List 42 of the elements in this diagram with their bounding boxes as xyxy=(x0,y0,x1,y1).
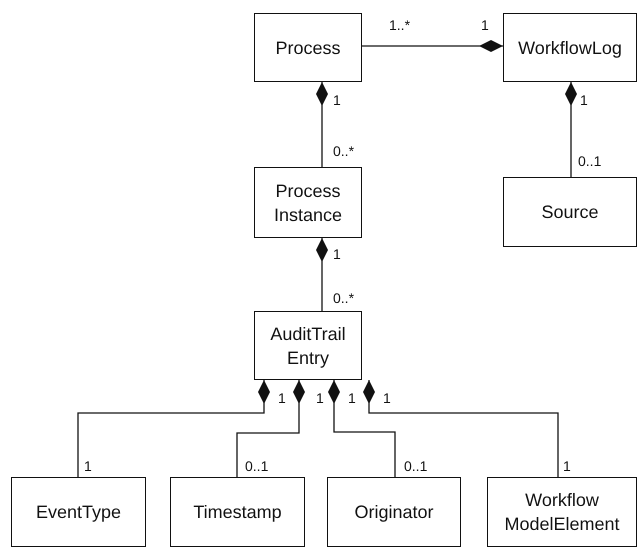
multiplicity-label: 1 xyxy=(383,390,391,406)
multiplicity-label: 1 xyxy=(278,390,286,406)
multiplicity-label: 1 xyxy=(348,390,356,406)
composition-line xyxy=(362,40,503,52)
class-box xyxy=(503,13,637,82)
composition-line xyxy=(316,238,328,311)
multiplicity-label: 1 xyxy=(481,17,489,33)
class-name: EventType xyxy=(36,501,122,524)
class-box xyxy=(503,177,637,247)
multiplicity-label: 1..* xyxy=(389,17,410,33)
class-box xyxy=(254,311,362,380)
multiplicity-label: 1 xyxy=(580,92,588,108)
multiplicity-label: 0..1 xyxy=(245,458,268,474)
composition-line xyxy=(565,82,577,177)
multiplicity-label: 0..* xyxy=(333,290,354,306)
class-box xyxy=(327,477,461,547)
multiplicity-label: 0..1 xyxy=(578,153,602,169)
composition-line xyxy=(236,380,305,477)
multiplicity-label: 1 xyxy=(333,246,341,262)
class-box xyxy=(170,477,305,547)
class-box xyxy=(254,13,362,82)
class-name: Process Instance xyxy=(272,180,344,226)
class-name: Originator xyxy=(354,501,434,524)
class-name: Timestamp xyxy=(193,501,282,524)
multiplicity-label: 0..* xyxy=(333,143,354,159)
composition-line xyxy=(77,380,270,477)
class-box xyxy=(11,477,146,547)
class-box xyxy=(254,167,362,238)
composition-line xyxy=(363,380,559,477)
class-name: AuditTrail Entry xyxy=(269,322,347,370)
class-name: Workflow ModelElement xyxy=(503,489,621,536)
class-name: WorkflowLog xyxy=(518,36,622,60)
multiplicity-label: 1 xyxy=(563,458,571,474)
class-name: Source xyxy=(541,201,599,224)
multiplicity-label: 1 xyxy=(316,390,324,406)
class-name: Process xyxy=(275,36,341,60)
multiplicity-label: 1 xyxy=(84,458,92,474)
composition-line xyxy=(328,380,396,477)
composition-line xyxy=(316,82,328,167)
multiplicity-label: 0..1 xyxy=(404,458,428,474)
class-box xyxy=(487,477,637,547)
multiplicity-label: 1 xyxy=(333,92,341,108)
